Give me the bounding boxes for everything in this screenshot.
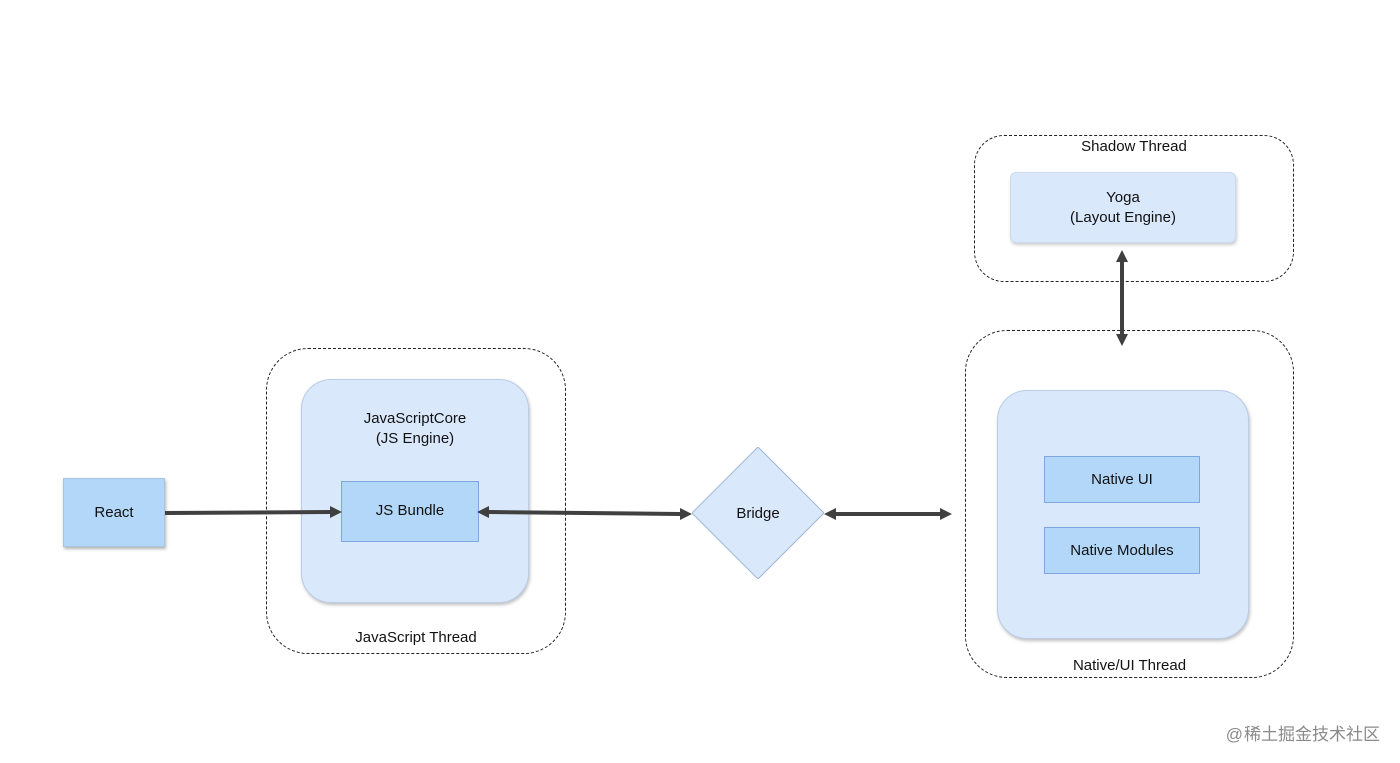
native-modules-label: Native Modules xyxy=(1070,541,1174,559)
shadow-thread-label: Shadow Thread xyxy=(1081,138,1187,155)
native-ui-thread-container: Native/UI Thread xyxy=(965,330,1294,678)
native-ui-label: Native UI xyxy=(1091,470,1153,488)
watermark: @稀土掘金技术社区 xyxy=(1226,720,1380,745)
native-ui-node: Native UI xyxy=(1044,456,1200,503)
watermark-at: @ xyxy=(1225,725,1243,744)
js-bundle-node: JS Bundle xyxy=(341,481,479,542)
yoga-node: Yoga (Layout Engine) xyxy=(1010,172,1236,243)
shadow-thread-container: Shadow Thread xyxy=(974,135,1294,282)
native-modules-node: Native Modules xyxy=(1044,527,1200,574)
yoga-name: Yoga xyxy=(1106,188,1140,206)
react-node: React xyxy=(63,478,165,547)
javascript-thread-container: JavaScript Thread xyxy=(266,348,566,654)
javascriptcore-name: JavaScriptCore xyxy=(363,410,467,427)
yoga-subtitle: (Layout Engine) xyxy=(1070,208,1176,226)
edge-react-to-js-bundle xyxy=(164,506,342,518)
javascriptcore-label: JavaScriptCore (JS Engine) xyxy=(302,409,528,449)
edge-js-bundle-to-bridge xyxy=(477,506,692,520)
edge-yoga-to-native-thread xyxy=(1116,250,1128,346)
watermark-text: 稀土掘金技术社区 xyxy=(1244,725,1380,744)
bridge-node: Bridge xyxy=(691,446,825,580)
bridge-label: Bridge xyxy=(736,504,780,522)
native-ui-thread-label: Native/UI Thread xyxy=(1072,657,1187,674)
javascript-thread-label: JavaScript Thread xyxy=(355,629,477,646)
js-bundle-label: JS Bundle xyxy=(375,502,445,519)
native-panel xyxy=(997,390,1249,639)
javascriptcore-subtitle: (JS Engine) xyxy=(375,430,455,447)
edge-bridge-to-native-thread xyxy=(824,508,952,520)
react-label: React xyxy=(94,503,134,521)
